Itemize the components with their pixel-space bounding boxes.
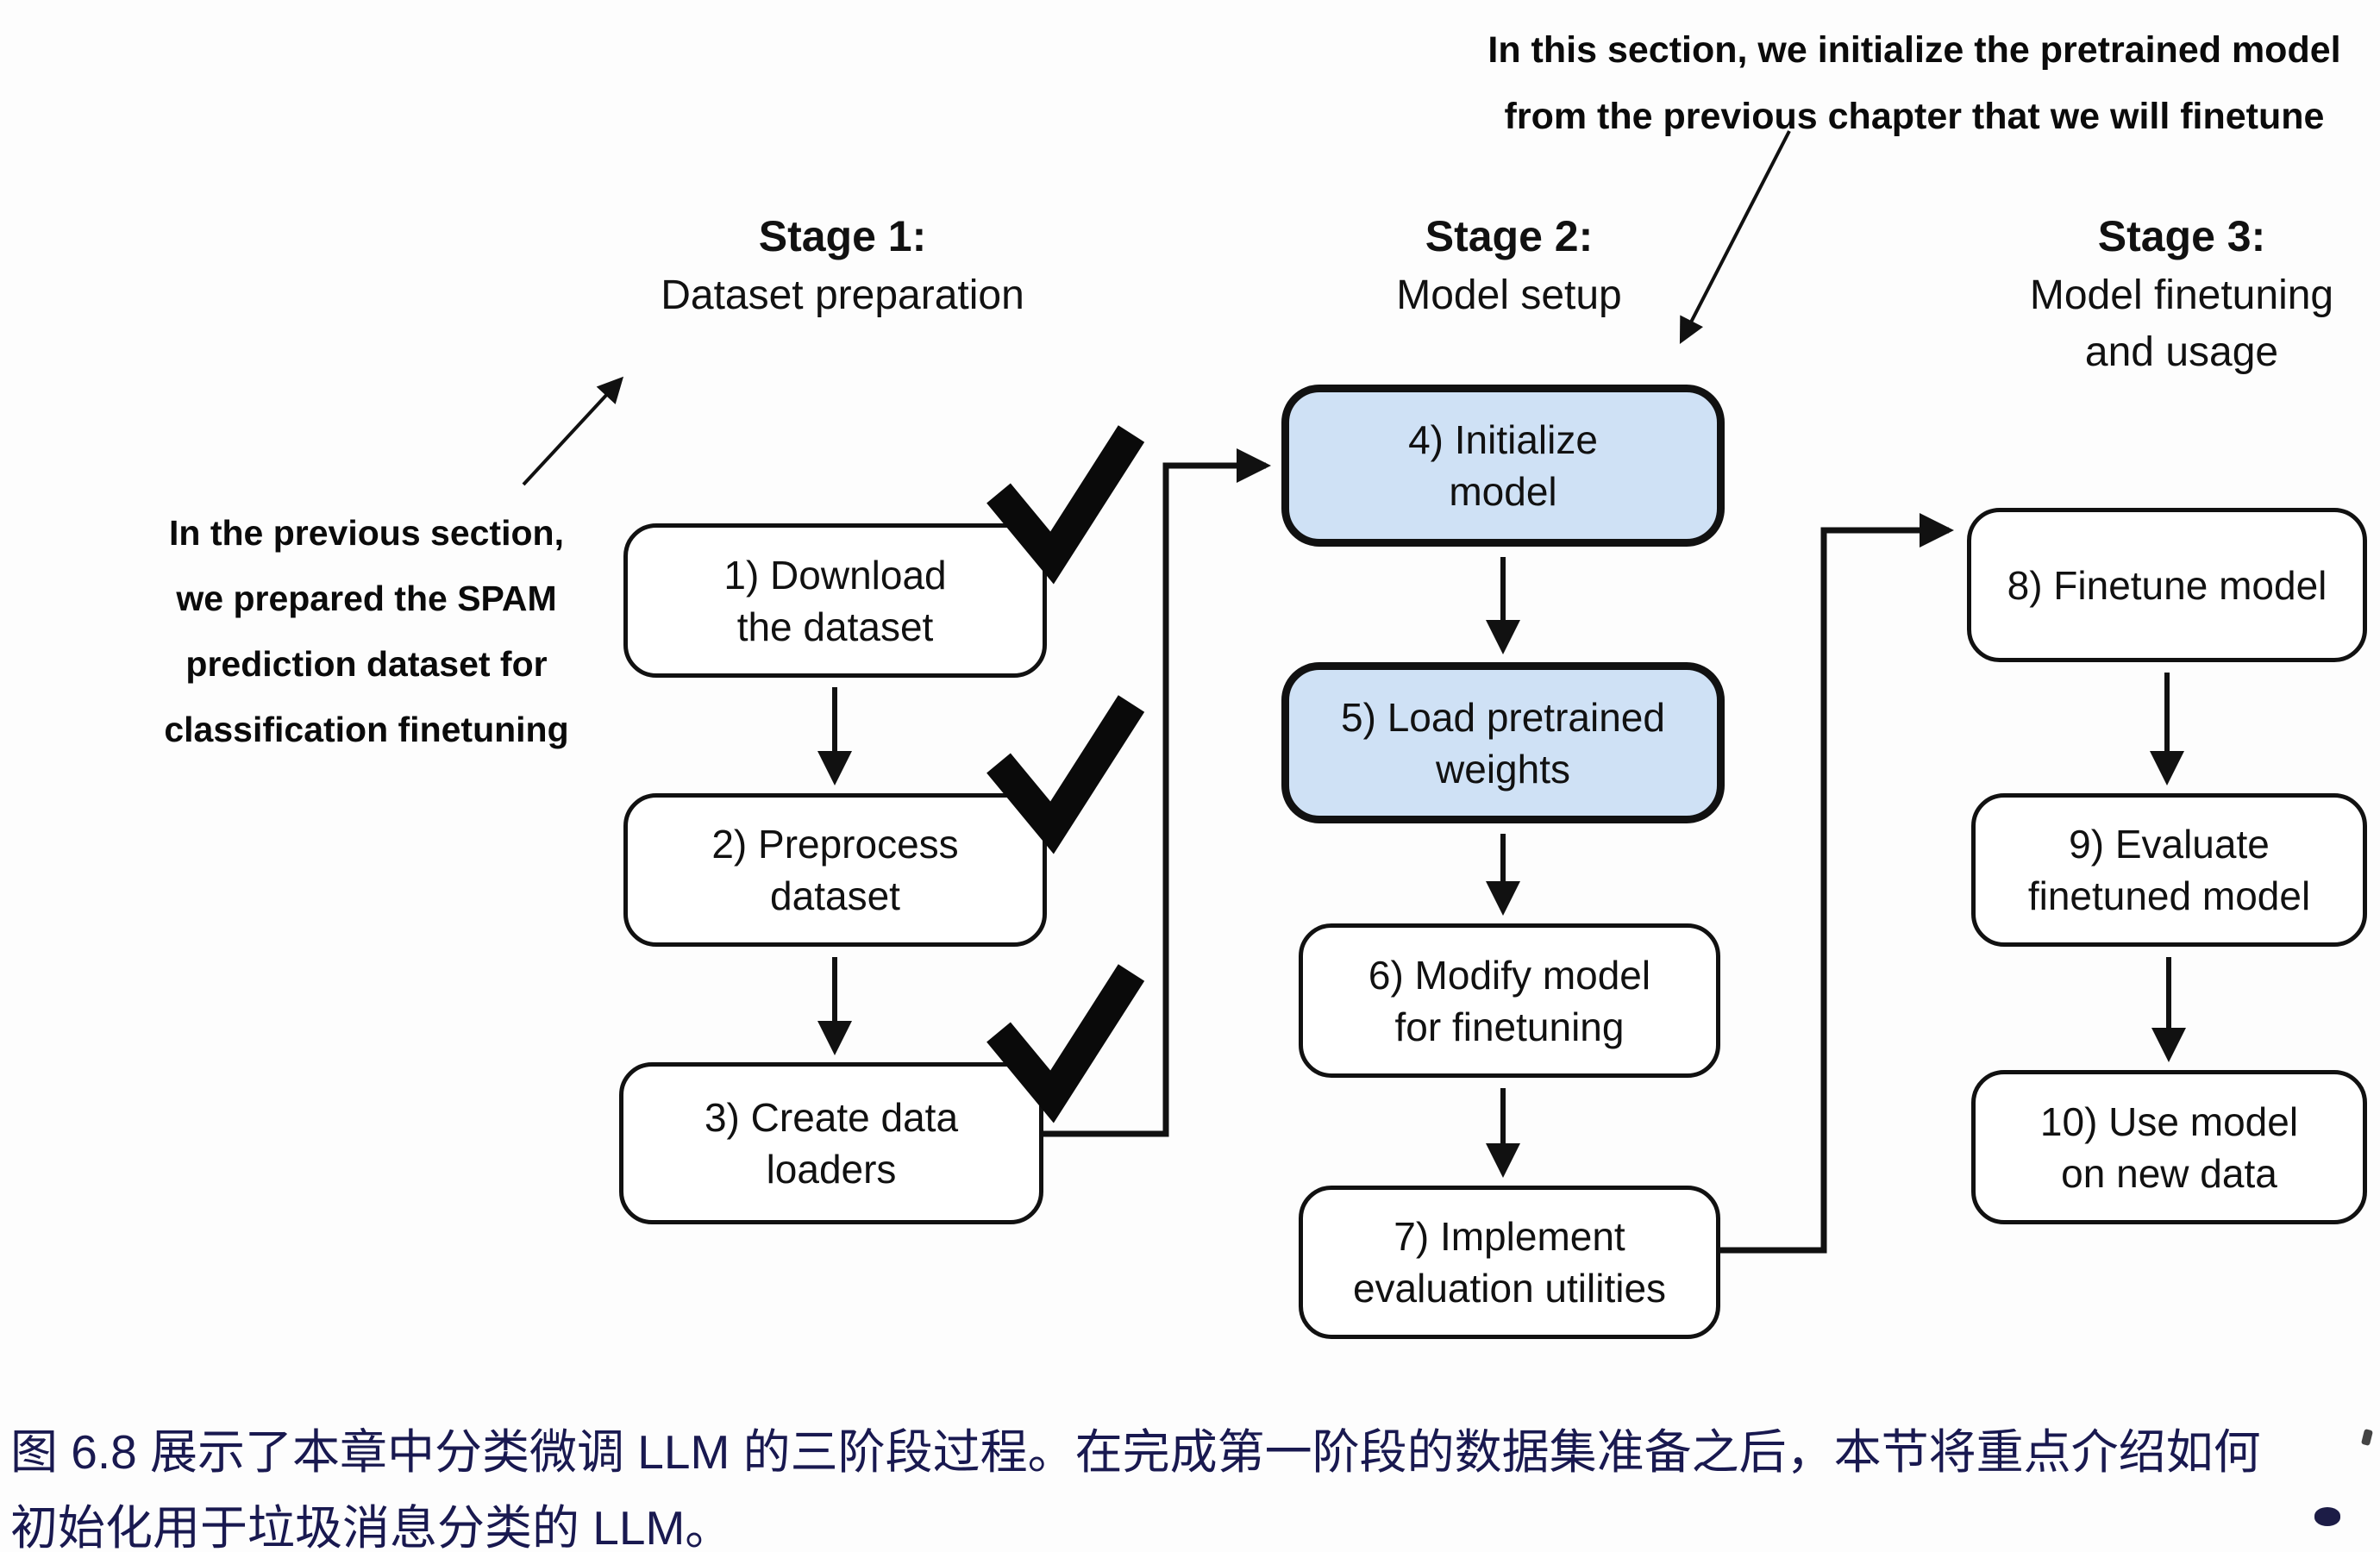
- stage-2-title: Stage 2:: [1425, 212, 1594, 260]
- figure-caption: 图 6.8 展示了本章中分类微调 LLM 的三阶段过程。在完成第一阶段的数据集准…: [10, 1414, 2375, 1552]
- box-label-line: 5) Load pretrained: [1341, 694, 1665, 740]
- arrow-left-annotation-to-stage1: [522, 376, 624, 486]
- stage-1-subtitle: Dataset preparation: [661, 272, 1024, 318]
- flow-box-8-finetune-model: 8) Finetune model: [1967, 508, 2367, 662]
- box-label-line: loaders: [766, 1147, 897, 1192]
- annotation-left: In the previous section, we prepared the…: [112, 500, 621, 762]
- stage-3-subtitle2: and usage: [2084, 329, 2279, 375]
- flow-box-7-implement-evaluation: 7) Implement evaluation utilities: [1299, 1186, 1720, 1339]
- stage-1-title: Stage 1:: [758, 212, 927, 260]
- annotation-left-line3: prediction dataset for: [185, 644, 548, 684]
- flow-box-1-download-dataset: 1) Download the dataset: [623, 523, 1047, 678]
- elbow-box3-box4: [1043, 448, 1271, 1137]
- box-label-line: for finetuning: [1394, 1004, 1625, 1049]
- box-label-line: 4) Initialize: [1408, 417, 1598, 462]
- elbow-box7-box8: [1719, 513, 1954, 1254]
- annotation-top-line1: In this section, we initialize the pretr…: [1488, 29, 2341, 71]
- annotation-left-line1: In the previous section,: [169, 513, 564, 553]
- stage-2-subtitle: Model setup: [1396, 272, 1622, 318]
- box-label-line: 6) Modify model: [1368, 952, 1651, 998]
- box-label-line: evaluation utilities: [1352, 1266, 1667, 1311]
- annotation-top: In this section, we initialize the pretr…: [1431, 17, 2380, 150]
- box-label-line: 1) Download: [723, 552, 947, 598]
- box-label-line: 7) Implement: [1394, 1214, 1625, 1259]
- box-label-line: 8) Finetune model: [2007, 562, 2327, 608]
- box-label-line: dataset: [770, 873, 900, 918]
- box-label-line: model: [1449, 469, 1557, 514]
- flow-box-5-load-pretrained-weights: 5) Load pretrained weights: [1281, 662, 1725, 823]
- box-label-line: 3) Create data: [704, 1095, 959, 1140]
- screen-artifact-dot: [2314, 1507, 2340, 1526]
- stage-1-heading: Stage 1: Dataset preparation: [584, 205, 1101, 324]
- figure-caption-line2: 初始化用于垃圾消息分类的 LLM。: [10, 1501, 733, 1552]
- stage-3-heading: Stage 3: Model finetuning and usage: [1923, 205, 2380, 381]
- annotation-left-line2: we prepared the SPAM: [176, 579, 557, 618]
- box-label-line: 10) Use model: [2039, 1098, 2299, 1144]
- flow-box-6-modify-model: 6) Modify model for finetuning: [1299, 923, 1720, 1078]
- annotation-top-line2: from the previous chapter that we will f…: [1504, 96, 2325, 137]
- box-label-line: weights: [1436, 746, 1570, 792]
- flow-box-9-evaluate-model: 9) Evaluate finetuned model: [1971, 793, 2367, 947]
- box-label-line: finetuned model: [2027, 873, 2311, 918]
- stage-2-heading: Stage 2: Model setup: [1250, 205, 1768, 324]
- flow-box-2-preprocess-dataset: 2) Preprocess dataset: [623, 793, 1047, 947]
- box-label-line: the dataset: [736, 604, 934, 649]
- box-label-line: 2) Preprocess: [711, 822, 959, 867]
- flow-box-10-use-model: 10) Use model on new data: [1971, 1070, 2367, 1224]
- box-label-line: 9) Evaluate: [2069, 822, 2270, 867]
- flow-box-4-initialize-model: 4) Initialize model: [1281, 385, 1725, 547]
- figure-caption-line1: 图 6.8 展示了本章中分类微调 LLM 的三阶段过程。在完成第一阶段的数据集准…: [10, 1425, 2261, 1479]
- stage-3-subtitle: Model finetuning: [2029, 272, 2334, 318]
- annotation-left-line4: classification finetuning: [164, 710, 569, 749]
- box-label-line: on new data: [2061, 1150, 2277, 1196]
- stage-3-title: Stage 3:: [2097, 212, 2266, 260]
- flow-box-3-create-data-loaders: 3) Create data loaders: [619, 1062, 1043, 1224]
